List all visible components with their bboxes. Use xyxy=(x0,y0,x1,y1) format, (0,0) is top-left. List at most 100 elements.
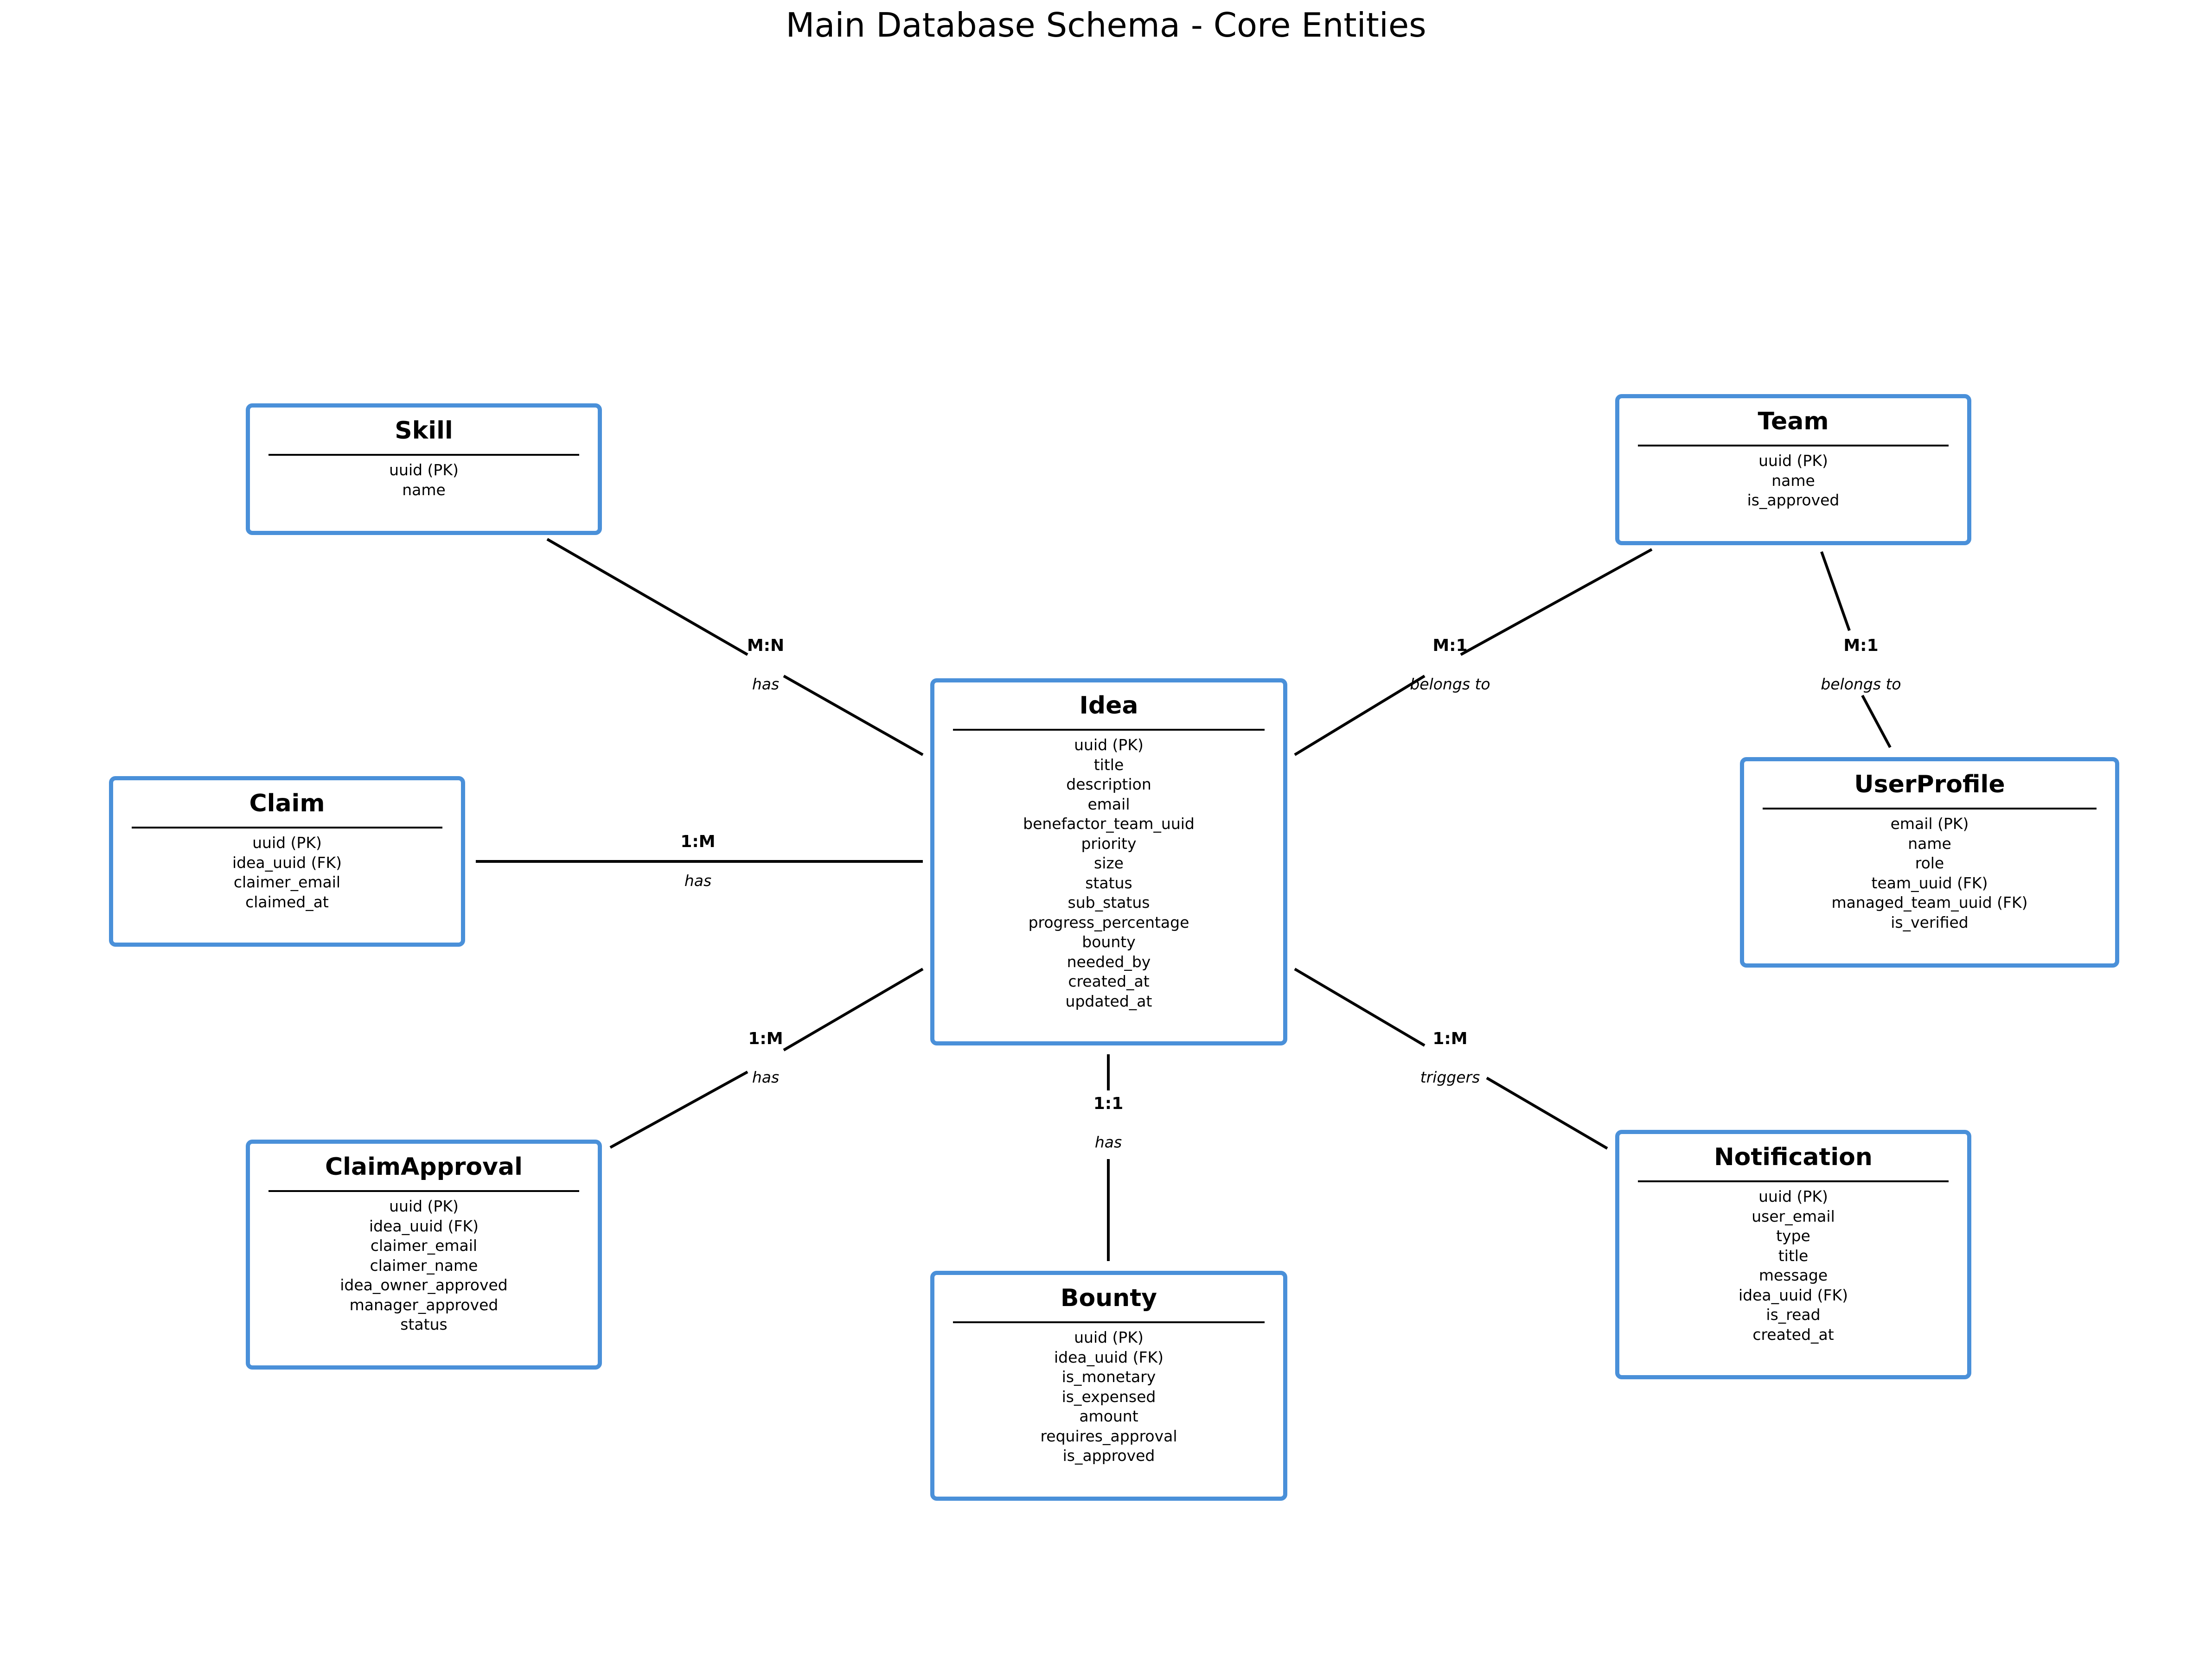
link-idea-notification xyxy=(1294,968,1426,1047)
entity-attribute: status xyxy=(400,1315,448,1333)
entity-attribute: bounty xyxy=(1082,933,1136,951)
entity-attribute: idea_uuid (FK) xyxy=(369,1217,479,1235)
entity-name: Bounty xyxy=(1060,1284,1157,1312)
cardinality-idea-skill: M:N xyxy=(747,636,784,655)
entity-attribute: sub_status xyxy=(1068,893,1150,911)
entity-attribute: email xyxy=(1087,795,1130,813)
entity-attribute: manager_approved xyxy=(349,1295,499,1314)
cardinality-idea-bounty: 1:1 xyxy=(1093,1094,1124,1113)
cardinality-idea-team: M:1 xyxy=(1432,636,1467,655)
entity-attribute: title xyxy=(1093,755,1124,774)
link-idea-notification xyxy=(1486,1077,1608,1150)
entity-attribute: requires_approval xyxy=(1040,1427,1177,1445)
entity-attribute: is_expensed xyxy=(1061,1387,1156,1406)
entity-attribute: idea_owner_approved xyxy=(340,1276,508,1294)
entity-claimapproval: ClaimApproval uuid (PK)idea_uuid (FK)cla… xyxy=(246,1140,602,1370)
link-idea-team xyxy=(1460,548,1653,656)
entity-divider xyxy=(132,827,442,828)
entity-attribute: is_read xyxy=(1766,1306,1821,1324)
entity-attribute: uuid (PK) xyxy=(1074,1328,1144,1346)
entity-divider xyxy=(1638,1180,1949,1182)
link-userprofile-team xyxy=(1820,551,1851,631)
entity-attribute: role xyxy=(1915,854,1944,872)
entity-attribute: is_verified xyxy=(1891,913,1969,931)
relationship-label-idea-team: belongs to xyxy=(1410,675,1490,693)
relationship-label-idea-claimapproval: has xyxy=(752,1068,779,1086)
relationship-label-idea-claim: has xyxy=(684,872,711,890)
entity-attribute: created_at xyxy=(1068,972,1150,990)
entity-attribute: is_approved xyxy=(1747,491,1840,509)
entity-name: Skill xyxy=(395,417,453,445)
entity-attribute: name xyxy=(1908,834,1951,853)
entity-name: Claim xyxy=(249,790,325,817)
entity-attribute: status xyxy=(1085,873,1132,892)
entity-attribute: needed_by xyxy=(1067,952,1151,971)
entity-divider xyxy=(953,729,1265,731)
entity-attribute: claimer_name xyxy=(370,1256,478,1275)
entity-attribute: benefactor_team_uuid xyxy=(1023,815,1195,833)
entity-attribute: size xyxy=(1094,854,1124,872)
link-userprofile-team xyxy=(1861,695,1892,748)
entity-attribute: managed_team_uuid (FK) xyxy=(1831,893,2028,911)
entity-attribute: uuid (PK) xyxy=(389,461,459,479)
entity-attribute: uuid (PK) xyxy=(1074,736,1144,754)
entity-attribute: progress_percentage xyxy=(1028,913,1189,931)
entity-attribute: user_email xyxy=(1752,1207,1835,1225)
entity-attribute: created_at xyxy=(1752,1325,1834,1344)
cardinality-userprofile-team: M:1 xyxy=(1843,636,1878,655)
entity-attribute: updated_at xyxy=(1065,992,1152,1010)
cardinality-idea-claim: 1:M xyxy=(680,832,715,851)
entity-attribute: uuid (PK) xyxy=(1758,1187,1828,1205)
entity-divider xyxy=(269,454,579,456)
entity-claim: Claim uuid (PK)idea_uuid (FK)claimer_ema… xyxy=(109,776,465,947)
entity-divider xyxy=(953,1321,1265,1323)
relationship-label-idea-skill: has xyxy=(752,675,779,693)
entity-attribute: message xyxy=(1758,1266,1828,1284)
link-idea-claimapproval xyxy=(783,968,924,1052)
entity-attribute: type xyxy=(1776,1227,1810,1245)
entity-attribute: idea_uuid (FK) xyxy=(232,853,342,872)
entity-attribute: claimer_email xyxy=(233,873,341,891)
entity-name: ClaimApproval xyxy=(325,1153,523,1181)
link-idea-skill xyxy=(546,538,748,656)
diagram-title: Main Database Schema - Core Entities xyxy=(786,6,1426,45)
link-idea-team xyxy=(1294,675,1426,756)
entity-attribute: claimer_email xyxy=(370,1236,478,1255)
entity-divider xyxy=(1763,808,2097,809)
entity-attribute: description xyxy=(1066,775,1151,793)
entity-name: UserProfile xyxy=(1854,771,2005,798)
entity-attribute: uuid (PK) xyxy=(1758,452,1828,470)
entity-attribute: uuid (PK) xyxy=(252,834,322,852)
entity-divider xyxy=(1638,445,1949,446)
entity-skill: Skill uuid (PK)name xyxy=(246,403,602,535)
entity-name: Idea xyxy=(1079,692,1138,720)
entity-attribute: uuid (PK) xyxy=(389,1197,459,1215)
relationship-label-userprofile-team: belongs to xyxy=(1821,675,1901,693)
entity-attribute: idea_uuid (FK) xyxy=(1739,1286,1848,1304)
entity-name: Team xyxy=(1758,408,1829,435)
entity-attribute: team_uuid (FK) xyxy=(1871,873,1988,892)
cardinality-idea-claimapproval: 1:M xyxy=(748,1029,783,1048)
entity-attribute: name xyxy=(402,480,446,499)
link-idea-claimapproval xyxy=(609,1071,748,1149)
entity-attribute: is_monetary xyxy=(1061,1368,1156,1386)
entity-attribute: priority xyxy=(1081,834,1137,853)
entity-name: Notification xyxy=(1714,1143,1873,1171)
entity-divider xyxy=(269,1190,579,1192)
entity-attribute: idea_uuid (FK) xyxy=(1054,1348,1164,1366)
relationship-label-idea-bounty: has xyxy=(1095,1133,1122,1151)
entity-attribute: amount xyxy=(1079,1407,1138,1425)
entity-bounty: Bounty uuid (PK) idea_uuid (FK) is_monetar… xyxy=(930,1271,1287,1501)
entity-attribute: is_approved xyxy=(1062,1447,1155,1465)
